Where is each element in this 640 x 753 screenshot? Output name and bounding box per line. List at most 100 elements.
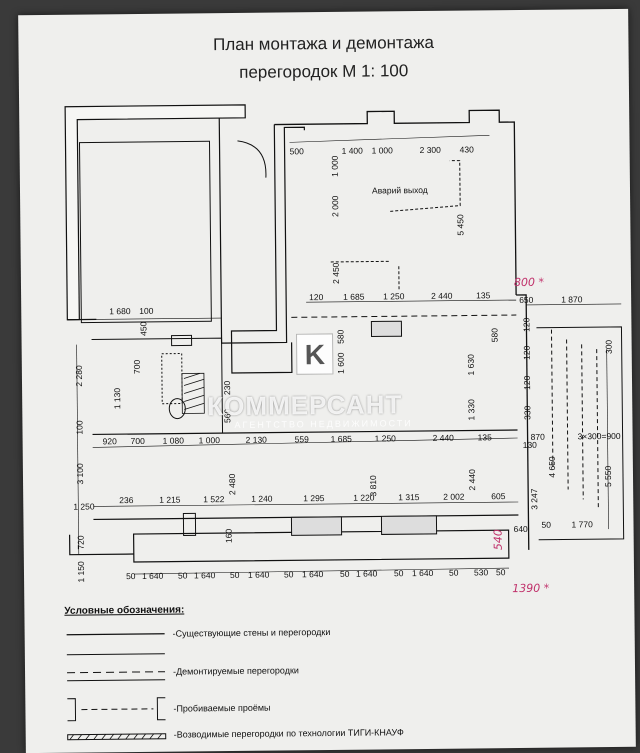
- dim-r4-3: 1 522: [203, 494, 225, 504]
- dim-l-8: 720: [76, 535, 86, 550]
- dim-b-8: 1 640: [302, 569, 324, 579]
- dim-r3-4: 1 000: [199, 435, 221, 445]
- legend-symbol-demolish: [67, 671, 166, 674]
- dim-v-2: 1 000: [330, 155, 340, 177]
- dim-r4-2: 1 215: [159, 495, 181, 505]
- dim-b-4: 1 640: [194, 570, 216, 580]
- wall-right: [516, 294, 530, 550]
- dim-mv-2: 3 810: [368, 475, 378, 497]
- dim-l-7: 1 250: [73, 501, 95, 511]
- legend-symbol-opening: [67, 697, 166, 722]
- dim-m-10: 120: [522, 375, 532, 390]
- label-emergency-exit: Аварий выход: [372, 185, 428, 196]
- dim-l-3: 1 130: [112, 388, 122, 410]
- legend-symbol-existing: [66, 633, 165, 636]
- dim-r-6: 640: [514, 524, 529, 534]
- dim-b-5: 50: [230, 570, 240, 580]
- dim-r3-2: 700: [131, 436, 146, 446]
- dim-l-6: 3 100: [75, 463, 85, 485]
- dim-r3-3: 1 080: [163, 435, 185, 445]
- dim-r3-9: 2 440: [433, 433, 455, 443]
- dim-r-3: 4 650: [547, 456, 557, 478]
- dim-r3-10: 135: [478, 432, 493, 442]
- dim-b-11: 50: [394, 568, 404, 578]
- dim-mv-4: 160: [224, 529, 234, 544]
- dim-top-1: 500: [290, 146, 305, 156]
- dim-b-12: 1 640: [412, 568, 434, 578]
- dim-b-3: 50: [178, 570, 188, 580]
- dim-v-4: 2 450: [331, 262, 341, 284]
- dim-b-1: 50: [126, 571, 136, 581]
- watermark-brand: КОММЕРСАНТ: [207, 389, 403, 422]
- dim-m-9: 120: [522, 345, 532, 360]
- legend-symbols: [66, 633, 167, 741]
- dim-m-12: 330: [522, 405, 532, 420]
- dim-b-6: 1 640: [248, 570, 270, 580]
- dim-top-4: 2 300: [420, 145, 442, 155]
- dim-b-9: 50: [340, 569, 350, 579]
- dim-r-2: 3×300=900: [578, 431, 621, 441]
- dim-l-1: 450: [138, 321, 148, 336]
- legend-item-existing: -Существующие стены и перегородки: [172, 626, 331, 639]
- dim-m-5: 1 630: [466, 354, 476, 376]
- dim-top-3: 1 000: [372, 145, 394, 155]
- dim-r-1: 870: [531, 432, 546, 442]
- dim-r2-2: 100: [139, 306, 154, 316]
- dim-l-5: 100: [74, 420, 84, 435]
- dim-r-7: 50: [541, 520, 551, 530]
- dim-m-7: 580: [489, 328, 499, 343]
- dim-r2-8: 650: [519, 295, 534, 305]
- wall-column: [218, 118, 305, 344]
- dim-m-2: 560: [222, 409, 232, 424]
- dim-r-8: 1 770: [571, 519, 593, 529]
- dim-r2-4: 1 685: [343, 292, 365, 302]
- dim-l-4: 700: [132, 359, 142, 374]
- dim-r3-5: 2 130: [246, 435, 268, 445]
- handwritten-note-3: 540: [492, 529, 505, 550]
- dim-m-11: 300: [604, 340, 614, 355]
- legend-item-opening: -Пробиваемые проёмы: [173, 702, 271, 714]
- room-left-block: [78, 140, 212, 324]
- dim-r3-1: 920: [103, 436, 118, 446]
- dim-r2-7: 135: [476, 290, 491, 300]
- dim-b-13: 50: [449, 568, 459, 578]
- dim-b-2: 1 640: [142, 571, 164, 581]
- floor-plan: 500 1 400 1 000 2 300 430 2 000 1 000 5 …: [64, 104, 625, 595]
- demolish-line-1: [291, 314, 517, 318]
- dim-r-4: 5 550: [603, 465, 613, 487]
- legend-symbol-new-wall: [67, 733, 167, 741]
- dim-r3-8: 1 250: [375, 433, 397, 443]
- dim-r2-3: 120: [309, 292, 324, 302]
- bathroom-wall: [91, 337, 224, 434]
- dim-m-3: 1 600: [336, 352, 346, 374]
- dim-m-1: 230: [222, 381, 232, 396]
- dim-r4-6: 1 220: [353, 493, 375, 503]
- dim-m-6: 1 330: [466, 399, 476, 421]
- dim-r2-6: 2 440: [431, 291, 453, 301]
- dim-top-5: 430: [460, 144, 475, 154]
- handwritten-note-2: 1390 *: [512, 582, 550, 595]
- dim-l-9: 1 150: [76, 561, 86, 583]
- dim-r4-7: 1 315: [398, 492, 420, 502]
- dim-top-2: 1 400: [342, 146, 364, 156]
- dim-r2-1: 1 680: [109, 306, 131, 316]
- dim-m-4: 580: [335, 329, 345, 344]
- watermark-logo-icon: K: [296, 333, 334, 375]
- legend-item-new-wall: -Возводимые перегородки по технологии ТИ…: [173, 727, 404, 740]
- dim-r4-1: 236: [119, 495, 134, 505]
- watermark-subtitle: АГЕНТСТВО НЕДВИЖИМОСТИ: [234, 418, 413, 430]
- dim-m-13: 130: [523, 440, 538, 450]
- dim-r4-9: 605: [491, 491, 506, 501]
- dim-r3-6: 559: [295, 434, 310, 444]
- dim-r4-5: 1 295: [303, 493, 325, 503]
- drawing-sheet: План монтажа и демонтажа перегородок М 1…: [18, 8, 636, 753]
- dim-r-5: 3 247: [529, 488, 539, 510]
- dim-b-14: 530: [474, 567, 489, 577]
- dim-r4-8: 2 002: [443, 492, 465, 502]
- dim-b-10: 1 640: [356, 568, 378, 578]
- door-arc: [237, 140, 267, 178]
- watermark-logo-letter: K: [305, 339, 326, 370]
- dim-v-3: 5 450: [455, 214, 465, 236]
- dim-r2-9: 1 870: [561, 294, 583, 304]
- dim-m-8: 120: [521, 317, 531, 332]
